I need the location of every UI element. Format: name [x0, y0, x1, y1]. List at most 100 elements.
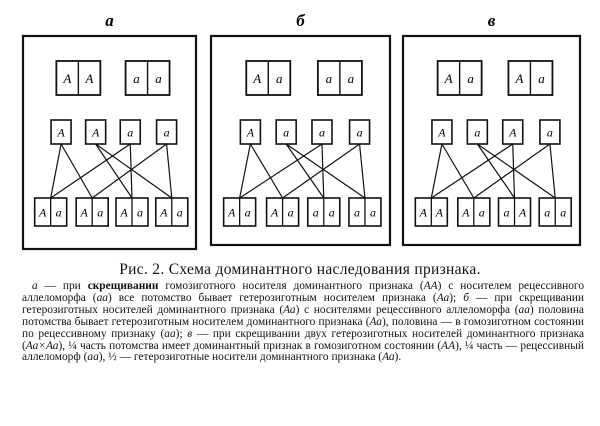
legend-fragment: ), ¼ часть потомства имеет доминантный п…: [58, 339, 442, 352]
legend-fragment: — при скрещивании гетерозиготных носител…: [22, 291, 584, 316]
panel-letter: в: [488, 11, 496, 30]
gamete-label: A: [246, 126, 255, 140]
allele-label: a: [479, 206, 485, 220]
legend-fragment: Аа×Аа: [25, 339, 59, 352]
legend-fragment: ) половина потомства бывает гетерозиготн…: [22, 303, 584, 328]
gamete-label: a: [319, 126, 325, 140]
gamete-label: a: [127, 126, 133, 140]
gamete-label: A: [437, 126, 446, 140]
gamete: a: [311, 119, 333, 145]
allele-label: A: [518, 206, 527, 220]
legend-fragment: гомозиготного носителя доминантного приз…: [158, 280, 424, 292]
fertilization-line: [512, 143, 516, 199]
allele-label: A: [159, 206, 168, 220]
fertilization-line: [476, 143, 516, 199]
gamete: a: [119, 119, 142, 145]
gamete: A: [501, 119, 524, 145]
allele-label: A: [461, 206, 470, 220]
legend-fragment: аа: [96, 291, 108, 304]
fertilization-line: [91, 143, 167, 199]
gamete-label: a: [357, 126, 363, 140]
allele-label: A: [444, 71, 453, 86]
fertilization-line: [95, 143, 133, 199]
legend-fragment: — при: [37, 280, 88, 292]
gamete: a: [539, 119, 561, 145]
legend-fragment: скрещивании: [87, 280, 159, 292]
gamete-label: a: [547, 126, 553, 140]
gamete: a: [466, 119, 489, 145]
gamete-label: a: [474, 126, 480, 140]
panel-letter: а: [105, 11, 114, 30]
allele-label: A: [270, 206, 279, 220]
legend-fragment: ) все потомство бывает гетерозиготным но…: [107, 291, 437, 304]
allele-label: a: [137, 206, 143, 220]
gamete-label: A: [508, 126, 517, 140]
allele-label: A: [62, 71, 71, 86]
gamete-label: A: [91, 126, 100, 140]
panel-letter: б: [296, 11, 306, 30]
allele-label: a: [544, 206, 550, 220]
allele-label: a: [56, 206, 62, 220]
legend-fragment: АА: [423, 280, 438, 292]
fertilization-line: [473, 143, 551, 199]
fertilization-line: [430, 143, 514, 199]
allele-label: a: [348, 71, 355, 86]
legend-fragment: Аа: [382, 351, 395, 364]
legend-fragment: Аа: [369, 315, 382, 328]
panel-frame: [21, 34, 198, 251]
legend-fragment: а: [32, 280, 38, 292]
allele-label: a: [326, 71, 333, 86]
fertilization-line: [430, 143, 443, 199]
figure-legend: а — при скрещивании гомозиготного носите…: [22, 280, 585, 364]
legend-fragment: ), ½ — гетерозиготные носители доминантн…: [98, 351, 383, 364]
gamete-label: A: [56, 126, 65, 140]
legend-fragment: ).: [394, 351, 402, 364]
fertilization-line: [441, 143, 475, 199]
fertilization-line: [476, 143, 556, 199]
allele-label: A: [252, 71, 261, 86]
gamete: a: [155, 119, 178, 145]
fertilization-line: [285, 143, 325, 199]
gamete: A: [239, 119, 262, 145]
fertilization-line: [285, 143, 366, 199]
allele-label: a: [133, 71, 140, 86]
fertilization-line: [50, 143, 131, 199]
legend-fragment: аа: [164, 327, 176, 340]
allele-label: a: [538, 71, 545, 86]
fertilization-line: [549, 143, 556, 199]
legend-fragment: ) с носителями рецессивного аллеломорфа …: [295, 303, 519, 316]
legend-fragment: ), половина — в гомозиготном состоянии п…: [22, 315, 585, 340]
legend-fragment: Аа: [436, 291, 450, 304]
fertilization-line: [50, 143, 62, 199]
fertilization-line: [239, 143, 251, 199]
legend-fragment: ), ¼ часть — рецессивный аллеломорф (: [22, 339, 584, 364]
legend-fragment: аа: [87, 351, 99, 364]
gamete: A: [84, 119, 107, 145]
legend-fragment: в: [187, 327, 193, 340]
legend-fragment: ) с носителем рецессивного аллеломорфа (: [22, 280, 585, 304]
gamete-label: a: [164, 126, 170, 140]
allele-label: a: [560, 206, 566, 220]
allele-label: a: [313, 206, 319, 220]
gamete: A: [50, 119, 72, 145]
allele-label: A: [119, 206, 128, 220]
allele-label: a: [329, 206, 335, 220]
allele-label: A: [227, 206, 236, 220]
legend-fragment: б: [463, 291, 469, 304]
legend-fragment: аа: [518, 303, 530, 316]
legend-fragment: );: [175, 327, 188, 340]
panel-frame: [401, 34, 582, 247]
